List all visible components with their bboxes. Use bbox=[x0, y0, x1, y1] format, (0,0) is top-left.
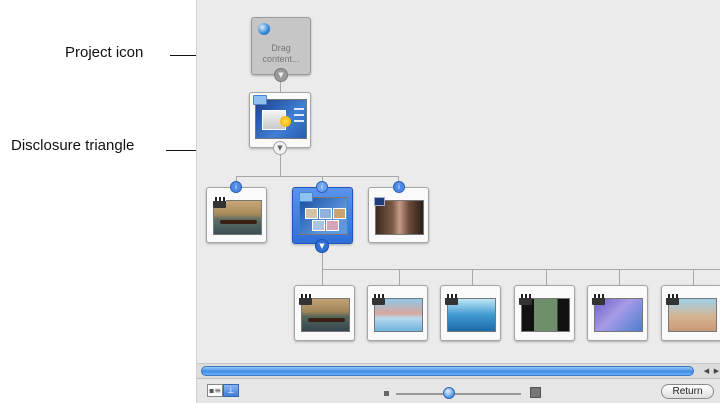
connector bbox=[619, 269, 620, 285]
movie-clapper-icon bbox=[519, 294, 532, 305]
zoom-slider-track[interactable] bbox=[396, 393, 521, 395]
submenu-photo bbox=[326, 220, 339, 231]
canoe-shape bbox=[308, 318, 345, 322]
movie-node[interactable] bbox=[661, 285, 720, 341]
zoom-slider-knob[interactable] bbox=[443, 387, 455, 399]
project-map-canvas: Drag content... ▼ ▼ i i ▼ bbox=[196, 0, 720, 403]
disclosure-triangle-icon[interactable]: ▼ bbox=[274, 68, 288, 82]
submenu-photo bbox=[319, 208, 332, 219]
project-node-line1: Drag bbox=[271, 43, 291, 53]
connector bbox=[546, 269, 547, 285]
connector bbox=[280, 150, 281, 176]
movie-clapper-icon bbox=[592, 294, 605, 305]
scroll-thumb[interactable] bbox=[201, 366, 694, 376]
zoom-out-icon[interactable] bbox=[384, 391, 389, 396]
slideshow-node[interactable] bbox=[368, 187, 429, 243]
connector bbox=[236, 176, 398, 177]
disclosure-triangle-callout: Disclosure triangle bbox=[11, 137, 135, 154]
submenu-photo bbox=[305, 208, 318, 219]
submenu-photo bbox=[333, 208, 346, 219]
portrait-thumbnail bbox=[375, 200, 424, 235]
movie-clapper-icon bbox=[372, 294, 385, 305]
movie-clapper-icon bbox=[299, 294, 312, 305]
movie-node[interactable] bbox=[294, 285, 355, 341]
zoom-in-icon[interactable] bbox=[530, 387, 541, 398]
submenu-thumbnail bbox=[299, 197, 348, 235]
connector bbox=[472, 269, 473, 285]
main-menu-node[interactable] bbox=[249, 92, 311, 148]
disclosure-triangle-icon[interactable]: ▼ bbox=[315, 239, 329, 253]
return-button[interactable]: Return bbox=[661, 384, 714, 399]
info-badge-icon[interactable]: i bbox=[393, 181, 405, 193]
folder-icon bbox=[299, 192, 313, 202]
connector bbox=[322, 176, 323, 182]
canoe-shape bbox=[220, 220, 257, 224]
bottom-toolbar: ▪≡ ⊥ Return bbox=[197, 378, 720, 403]
flower-decoration bbox=[280, 116, 291, 127]
tree-view-button[interactable]: ⊥ bbox=[223, 384, 239, 397]
scroll-left-arrow-icon[interactable]: ◀ bbox=[703, 367, 710, 375]
scroll-right-arrow-icon[interactable]: ▶ bbox=[713, 367, 720, 375]
menu-button-decoration bbox=[294, 114, 304, 116]
list-view-button[interactable]: ▪≡ bbox=[207, 384, 223, 397]
project-node[interactable]: Drag content... bbox=[251, 17, 311, 75]
globe-icon bbox=[258, 23, 270, 35]
connector bbox=[280, 76, 281, 93]
movie-node[interactable] bbox=[367, 285, 428, 341]
movie-node[interactable] bbox=[587, 285, 648, 341]
movie-node[interactable] bbox=[206, 187, 267, 243]
menu-thumbnail bbox=[255, 99, 307, 139]
connector bbox=[322, 250, 323, 269]
project-node-line2: content... bbox=[262, 54, 300, 64]
movie-clapper-icon bbox=[666, 294, 679, 305]
slideshow-icon bbox=[374, 197, 385, 206]
movie-node[interactable] bbox=[514, 285, 575, 341]
disclosure-triangle-icon[interactable]: ▼ bbox=[273, 141, 287, 155]
project-icon-callout: Project icon bbox=[65, 44, 144, 61]
movie-clapper-icon bbox=[445, 294, 458, 305]
connector bbox=[399, 269, 400, 285]
info-badge-icon[interactable]: i bbox=[230, 181, 242, 193]
connector bbox=[322, 269, 323, 285]
folder-icon bbox=[253, 95, 267, 105]
submenu-node-selected[interactable] bbox=[292, 187, 353, 244]
movie-node[interactable] bbox=[440, 285, 501, 341]
connector bbox=[322, 269, 720, 270]
connector bbox=[693, 269, 694, 285]
movie-clapper-icon bbox=[213, 197, 226, 208]
info-badge-icon[interactable]: i bbox=[316, 181, 328, 193]
horizontal-scrollbar[interactable]: ◀ ▶ bbox=[197, 363, 720, 378]
menu-button-decoration bbox=[294, 108, 304, 110]
menu-button-decoration bbox=[294, 120, 304, 122]
submenu-photo bbox=[312, 220, 325, 231]
